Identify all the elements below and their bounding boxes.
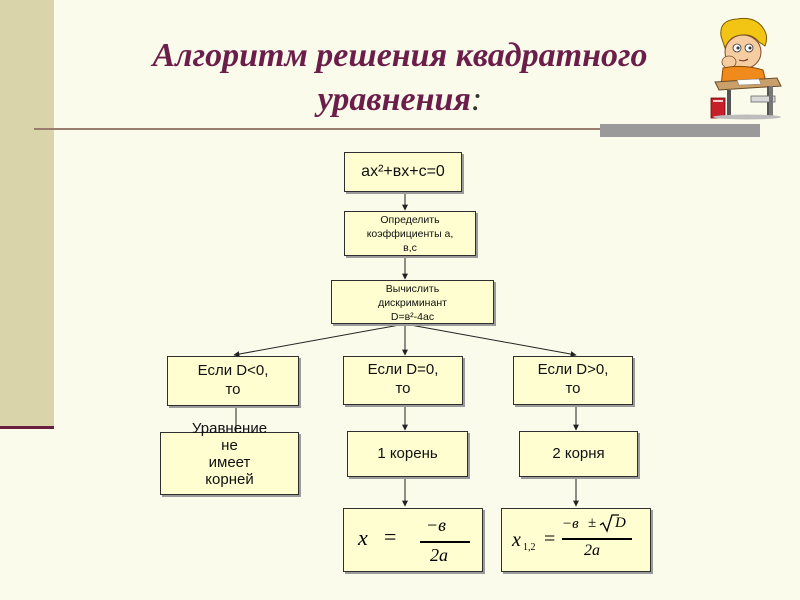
formula-two-numerator-b: −в: [562, 516, 579, 532]
step-coeffs-line-3: в,c: [403, 242, 417, 254]
formula-one-root: x = −в 2a: [343, 508, 483, 572]
arrow-to-cond-neg: [233, 323, 406, 357]
result-two-roots-label: 2 корня: [552, 445, 605, 462]
step-coeffs-line-2: коэффициенты a,: [366, 228, 454, 240]
formula-one-numerator: −в: [426, 515, 446, 535]
cond-zero-line-2: то: [395, 380, 411, 397]
equation-text: ax²+вx+c=0: [361, 163, 445, 180]
title-colon: :: [470, 81, 483, 118]
result-two-roots: 2 корня: [519, 431, 638, 477]
square-root-icon: [599, 514, 619, 533]
cond-pos-line-2: то: [565, 380, 581, 397]
result-none-line-3: имеет: [208, 454, 251, 471]
cond-pos-line-1: Если D>0,: [537, 361, 609, 378]
left-decor-line: [0, 426, 54, 429]
formula-two-lhs: x: [512, 529, 521, 551]
left-decor-strip: [0, 0, 54, 426]
condition-d-zero: Если D=0, то: [343, 356, 463, 405]
step-coeffs-line-1: Определить: [380, 214, 440, 226]
step-discriminant-line-3: D=в²-4ac: [390, 311, 435, 323]
result-none-line-4: корней: [205, 471, 254, 488]
result-no-roots: Уравнение не имеет корней: [160, 420, 299, 495]
step-discriminant-line-1: Вычислить: [385, 283, 440, 295]
formula-one-lhs: x: [358, 525, 368, 550]
formula-two-sqrt-arg: D: [615, 515, 626, 531]
formula-one-fraction-bar: [420, 541, 470, 543]
page-title: Алгоритм решения квадратного уравнения:: [60, 34, 740, 122]
result-one-root: 1 корень: [347, 431, 468, 477]
cond-zero-line-1: Если D=0,: [367, 361, 439, 378]
title-underline: [34, 128, 600, 130]
equation-box: ax²+вx+c=0: [344, 152, 462, 192]
title-line-2: уравнения: [317, 81, 471, 118]
formula-two-fraction-bar: [562, 538, 632, 540]
title-line-1: Алгоритм решения квадратного: [152, 37, 648, 74]
step-compute-discriminant: Вычислить дискриминант D=в²-4ac: [331, 280, 494, 324]
cond-neg-line-1: Если D<0,: [197, 362, 269, 379]
formula-two-eq: =: [544, 528, 556, 550]
formula-two-pm: ±: [588, 515, 597, 531]
formula-two-subscript: 1,2: [523, 542, 536, 553]
arrow-to-cond-pos: [404, 323, 577, 357]
condition-d-negative: Если D<0, то: [167, 356, 299, 406]
result-none-line-1: Уравнение: [191, 420, 268, 437]
title-underline-accent: [600, 124, 760, 137]
student-at-desk-icon: [710, 17, 782, 120]
step-discriminant-line-2: дискриминант: [378, 297, 447, 309]
formula-two-roots: x 1,2 = −в ± D 2a: [501, 508, 651, 572]
result-one-root-label: 1 корень: [377, 445, 438, 462]
condition-d-positive: Если D>0, то: [513, 356, 633, 405]
cond-neg-line-2: то: [225, 381, 241, 398]
formula-one-denominator: 2a: [430, 545, 448, 565]
result-none-line-2: не: [221, 437, 238, 454]
formula-two-denominator: 2a: [584, 542, 600, 559]
step-determine-coefficients: Определить коэффициенты a, в,c: [344, 211, 476, 256]
formula-one-eq: =: [384, 524, 397, 549]
